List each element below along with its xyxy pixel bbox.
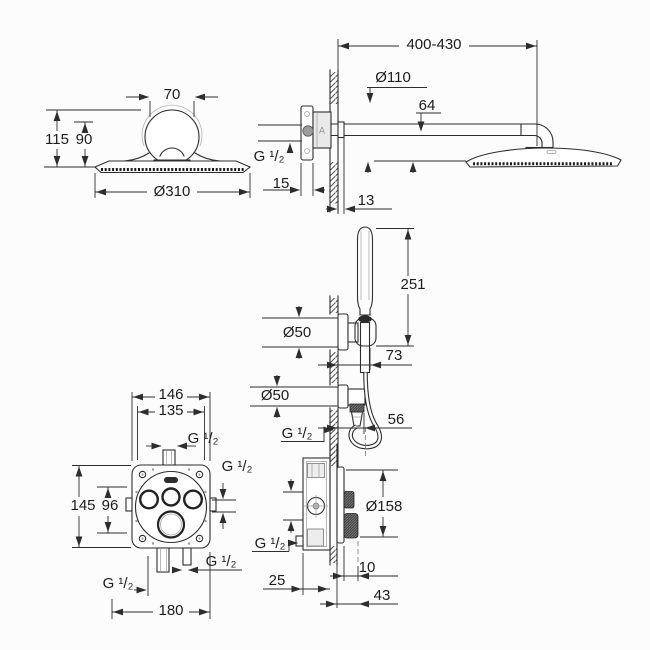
dim-label-145: 145	[70, 497, 95, 514]
side-inlet-stub	[295, 535, 304, 547]
wall-hatch	[330, 72, 338, 104]
dim-plate-diameter: Ø158	[346, 469, 403, 538]
dim-diameter-310: Ø310	[94, 173, 251, 200]
dim-label-g12-right: G ¹/₂	[222, 458, 253, 475]
dim-holder-diameter: Ø50	[262, 306, 338, 359]
dim-label-10: 10	[359, 559, 376, 576]
dim-arm-length: 400-430	[337, 36, 538, 146]
dim-label-56: 56	[388, 411, 405, 428]
dim-label-25: 25	[269, 572, 286, 589]
wall-hatch	[330, 162, 338, 204]
dim-heights: 145 96	[70, 465, 131, 548]
dim-label-73: 73	[386, 347, 403, 364]
dim-holder-depth: 73	[318, 347, 412, 370]
dim-label-96: 96	[102, 497, 119, 514]
dim-wall-offset: 13	[326, 138, 392, 214]
select-button	[161, 487, 181, 507]
dim-outlet-thread: G ¹/₂	[281, 425, 334, 442]
marker-a-label: A	[319, 125, 325, 135]
dim-label-180: 180	[158, 602, 183, 619]
select-button	[138, 489, 159, 510]
head-face-level-line	[364, 160, 466, 173]
dim-label-o110: Ø110	[375, 69, 411, 86]
top-port	[162, 449, 176, 466]
dim-label-o158: Ø158	[366, 498, 403, 515]
dim-label-115: 115	[45, 131, 69, 148]
dim-label-400-430: 400-430	[406, 36, 461, 53]
head-shower-top-view	[465, 147, 622, 168]
dim-label-g12-bottom-right: G ¹/₂	[206, 553, 237, 570]
dim-knob-offset: 10	[330, 546, 398, 581]
dim-label-g12-bottom-left: G ¹/₂	[103, 575, 134, 592]
spray-face	[358, 315, 372, 323]
dim-heights: 115 90	[44, 109, 141, 168]
dim-label-70: 70	[164, 86, 181, 103]
button-knob-side	[343, 491, 355, 509]
dim-label-90: 90	[76, 131, 93, 148]
dim-label-64: 64	[419, 97, 436, 114]
figure-hand-shower-set: 251 Ø50 73 Ø50 56	[250, 226, 426, 469]
dim-label-g12-top: G ¹/₂	[188, 430, 219, 447]
dim-left-thread: G ¹/₂	[252, 479, 303, 552]
bottom-port	[182, 547, 192, 566]
dim-recess-depth: 25	[263, 553, 330, 595]
plate-slot	[164, 477, 178, 483]
dim-bottom-right-thread: G ¹/₂	[172, 553, 242, 574]
dim-label-g12-arm: G ¹/₂	[254, 148, 285, 165]
dim-plate-width: 135	[137, 402, 205, 460]
thermostat-knob	[156, 510, 186, 539]
dim-right-thread: G ¹/₂	[212, 458, 253, 529]
shower-hose	[348, 372, 383, 458]
figure-mixer-side: Ø158 G ¹/₂ 25 10	[252, 444, 403, 608]
inlet-port	[302, 125, 314, 137]
rough-in-box-side	[295, 457, 331, 551]
hose-nut	[349, 403, 365, 413]
side-port-left	[125, 497, 133, 512]
figure-shower-arm-wall: A 400-430 Ø110	[254, 36, 622, 214]
thermostat-knob-side	[343, 513, 359, 539]
trim-plate-side	[336, 466, 359, 563]
dim-label-o50-outlet: Ø50	[261, 387, 289, 404]
dim-flange-depth: 15	[263, 163, 325, 196]
figure-head-shower-side: 70 115 90 Ø310	[44, 86, 252, 200]
bottom-port	[156, 547, 170, 573]
dim-label-13: 13	[358, 192, 375, 209]
dim-label-43: 43	[374, 587, 391, 604]
wall-outlet-elbow	[337, 384, 366, 427]
figure-mixer-front: 146 135 G ¹/₂	[70, 386, 253, 619]
dim-total-width: 180	[111, 552, 211, 619]
dim-label-146: 146	[158, 386, 183, 403]
dim-box-width: 146	[131, 386, 211, 461]
dim-flange-diameter: Ø110	[366, 69, 427, 103]
dim-projection: 43	[320, 565, 398, 608]
head-shower-body	[94, 104, 252, 174]
shower-holder	[337, 313, 377, 351]
dim-label-135: 135	[158, 402, 183, 419]
wall-union: A	[300, 105, 332, 161]
dim-label-g12-outlet: G ¹/₂	[282, 425, 313, 442]
trim-plate	[134, 470, 208, 544]
dim-label-251: 251	[400, 276, 425, 293]
dim-label-o310: Ø310	[154, 183, 191, 200]
dim-top-width: 70	[126, 86, 218, 117]
dim-bottom-left-thread: G ¹/₂	[103, 556, 149, 596]
dim-label-o50-holder: Ø50	[283, 324, 311, 341]
dim-arm-thread: G ¹/₂	[254, 124, 302, 165]
dim-outlet-diameter: Ø50	[250, 375, 338, 418]
dim-label-15: 15	[273, 175, 290, 192]
dim-label-g12-side: G ¹/₂	[255, 535, 286, 552]
hand-shower-stick	[356, 226, 374, 374]
select-button	[182, 489, 203, 510]
dim-arm-drop: 64	[416, 97, 441, 132]
dim-shower-length: 251	[376, 228, 426, 347]
dim-top-thread: G ¹/₂	[146, 430, 219, 450]
side-port-right	[209, 497, 217, 512]
